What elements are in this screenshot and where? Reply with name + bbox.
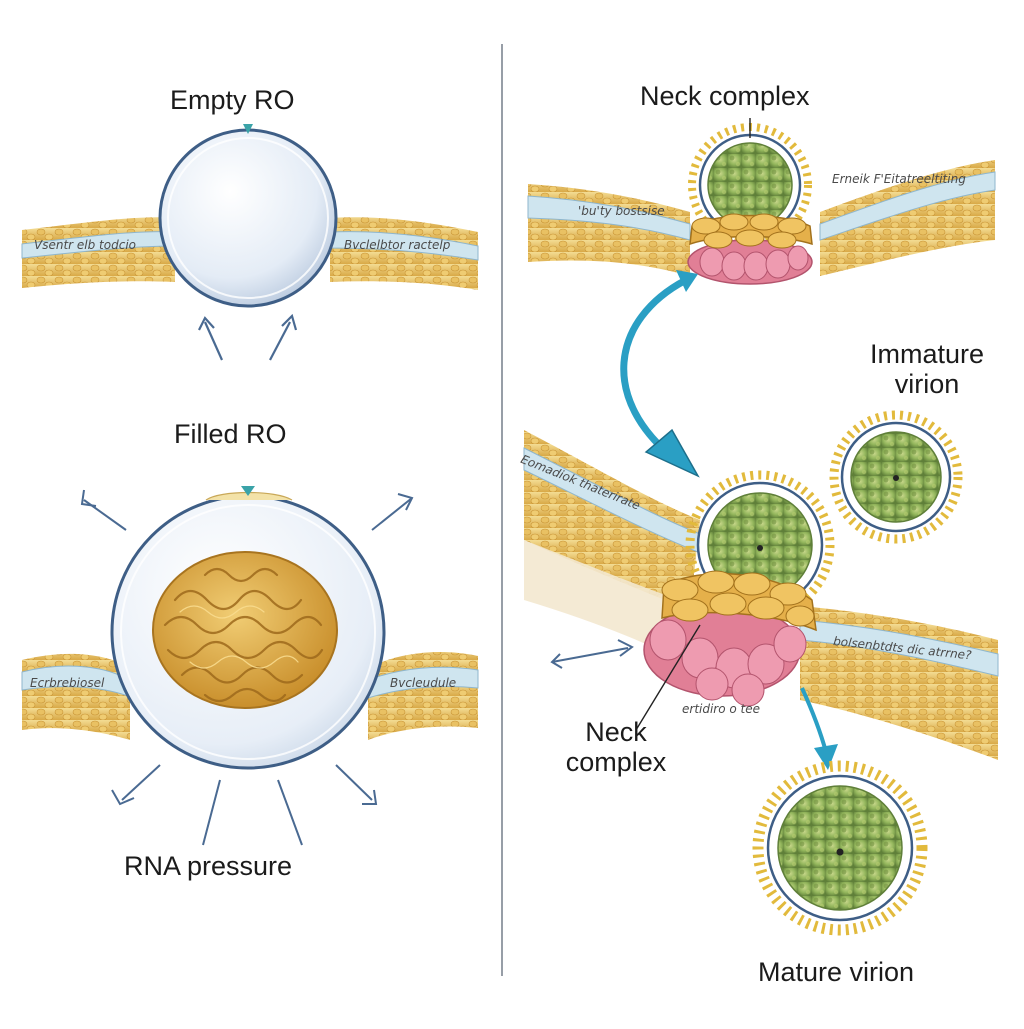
empty-ro-membrane-left-text: Vsentr elb todcio (34, 238, 136, 252)
budding-neck-complex (643, 570, 817, 707)
mature-virion-title: Mature virion (758, 957, 915, 987)
immature-title-line2: virion (894, 368, 960, 399)
immature-virion (829, 410, 963, 544)
filled-ro-title: Filled RO (174, 419, 287, 449)
rna-pressure-label: RNA pressure (124, 851, 293, 881)
empty-ro-pore-marker (243, 124, 253, 134)
rna-pressure-arrows (80, 489, 414, 846)
release-arrow (800, 687, 838, 770)
neck-complex-top-title: Neck complex (640, 81, 810, 111)
immature-virion-title: Immature virion (852, 339, 1002, 399)
side-pressure-arrow (550, 639, 634, 669)
neck-label-line1: Neck (585, 717, 647, 747)
mature-virion (752, 760, 928, 936)
empty-ro-membrane-right-text: Bvclelbtor ractelp (344, 238, 451, 252)
filled-ro-membrane-right-text: Bvcleudule (390, 676, 457, 690)
empty-ro-vesicle (158, 128, 338, 308)
transition-arrow (620, 270, 700, 478)
neck-top-complex (687, 213, 813, 285)
empty-ro-title: Empty RO (170, 85, 295, 115)
filled-ro-membrane (21, 652, 479, 740)
filled-ro-membrane-left-text: Ecrbrebiosel (30, 676, 105, 690)
neck-top-membrane (527, 160, 996, 276)
neck-top-membrane-right-text: Erneik F'Eitatreeltiting (832, 172, 966, 186)
neck-top-membrane-left-text: 'bu'ty bostsise (578, 204, 665, 218)
rna-genome-mass (152, 551, 338, 709)
empty-ro-membrane (21, 217, 479, 290)
neck-complex-label: Neck complex (556, 717, 676, 777)
empty-ro-pressure-arrows (198, 313, 298, 361)
immature-title-line1: Immature (869, 339, 985, 369)
neck-complex-leader-line (635, 624, 701, 731)
budding-membrane (523, 430, 999, 760)
neck-label-line2: complex (565, 746, 667, 777)
filled-ro-pore-marker (241, 486, 255, 496)
budding-below-text: ertidiro o tee (682, 702, 761, 716)
